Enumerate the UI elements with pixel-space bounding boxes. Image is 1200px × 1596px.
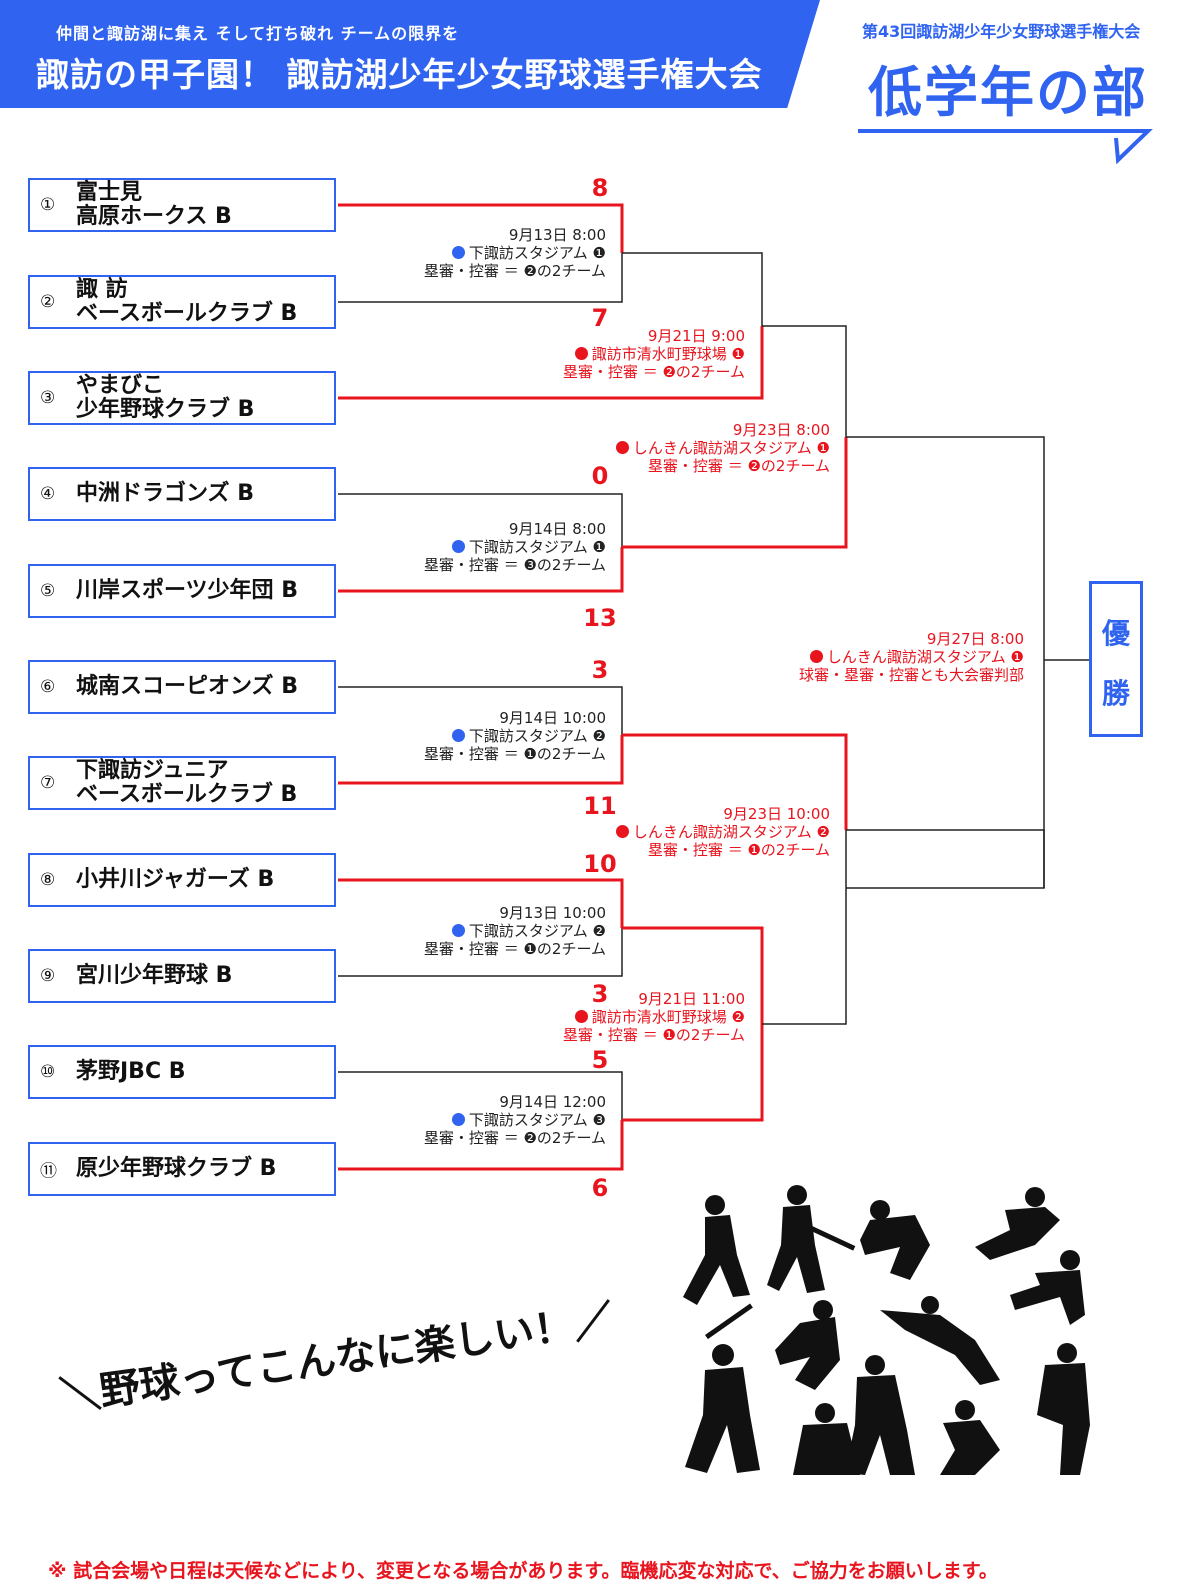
dot-icon (451, 729, 465, 742)
tournament-edition: 第43回諏訪湖少年少女野球選手権大会 (862, 22, 1141, 41)
champion-label-1: 優 (1101, 617, 1130, 650)
match-info-sf-1: 9月23日 8:00 しんきん諏訪湖スタジアム ❶ 塁審・控審 ＝ ❷の2チーム (615, 421, 830, 475)
match-info-3: 9月14日 10:00 下諏訪スタジアム ❷ 塁審・控審 ＝ ❶の2チーム (423, 709, 606, 763)
score-team-1: 8 (591, 174, 609, 202)
bracket-line-4 (338, 686, 623, 735)
bracket-line-16 (622, 733, 848, 830)
bracket-line-9 (338, 1120, 624, 1171)
team-name: 下諏訪ジュニアベースボールクラブ B (76, 758, 298, 807)
match-info-sf-2: 9月23日 10:00 しんきん諏訪湖スタジアム ❷ 塁審・控審 ＝ ❶の2チー… (615, 805, 830, 859)
dot-icon (451, 1113, 465, 1126)
champion-box: 優 勝 (1089, 581, 1143, 737)
score-team-4: 0 (591, 462, 609, 490)
team-number: ⑥ (40, 677, 56, 697)
team-box-10: ⑩ 茅野JBC B (28, 1045, 336, 1099)
champion-label-2: 勝 (1101, 677, 1130, 710)
dot-icon (574, 1010, 588, 1023)
team-box-7: ⑦ 下諏訪ジュニアベースボールクラブ B (28, 756, 336, 810)
team-name: 宮川少年野球 B (76, 963, 233, 988)
team-name: 中洲ドラゴンズ B (76, 481, 254, 506)
bracket-line-2 (338, 493, 623, 547)
team-number: ⑧ (40, 870, 56, 890)
bracket-line-17 (762, 830, 847, 1025)
team-box-3: ③ やまびこ少年野球クラブ B (28, 371, 336, 425)
score-team-6: 3 (591, 656, 609, 684)
team-number: ④ (40, 484, 56, 504)
bracket-line-5 (338, 735, 624, 785)
match-info-1: 9月13日 8:00 下諏訪スタジアム ❶ 塁審・控審 ＝ ❷の2チーム (423, 226, 606, 280)
team-number: ⑩ (40, 1062, 56, 1082)
team-name: 小井川ジャガーズ B (76, 867, 275, 892)
team-box-2: ② 諏 訪ベースボールクラブ B (28, 275, 336, 329)
dot-icon (809, 650, 823, 663)
team-box-11: ⑪ 原少年野球クラブ B (28, 1142, 336, 1196)
header-banner (0, 0, 820, 108)
dot-icon (451, 540, 465, 553)
score-team-7: 11 (583, 792, 617, 820)
slogan: ＼野球ってこんなに楽しい！／ (57, 1297, 617, 1421)
team-box-8: ⑧ 小井川ジャガーズ B (28, 853, 336, 907)
team-box-9: ⑨ 宮川少年野球 B (28, 949, 336, 1003)
match-info-qf-2: 9月21日 11:00 諏訪市清水町野球場 ❷ 塁審・控審 ＝ ❶の2チーム (562, 990, 745, 1044)
dot-icon (615, 441, 629, 454)
match-info-5: 9月14日 12:00 下諏訪スタジアム ❸ 塁審・控審 ＝ ❷の2チーム (423, 1093, 606, 1147)
bracket-line-15 (622, 437, 848, 549)
bracket-line-3 (338, 547, 624, 593)
bracket-line-12 (622, 926, 764, 1024)
team-box-4: ④ 中洲ドラゴンズ B (28, 467, 336, 521)
team-name: 富士見高原ホークス B (76, 180, 232, 229)
bracket-line-13 (622, 1024, 764, 1122)
team-number: ⑨ (40, 966, 56, 986)
bracket-line-0 (338, 203, 624, 253)
tagline: 仲間と諏訪湖に集え そして打ち破れ チームの限界を (56, 24, 460, 43)
speech-bubble-underline (858, 129, 1153, 165)
bracket-line-19 (846, 829, 1045, 888)
score-team-9: 3 (591, 980, 609, 1008)
match-info-final: 9月27日 8:00 しんきん諏訪湖スタジアム ❶ 球審・塁審・控審とも大会審判… (798, 630, 1024, 684)
bracket-line-6 (338, 878, 624, 928)
team-number: ⑦ (40, 773, 56, 793)
dot-icon (451, 924, 465, 937)
score-team-10: 5 (591, 1046, 609, 1074)
tournament-bracket (338, 203, 1089, 1171)
match-info-2: 9月14日 8:00 下諏訪スタジアム ❶ 塁審・控審 ＝ ❸の2チーム (423, 520, 606, 574)
bracket-line-8 (338, 1071, 623, 1120)
team-name: 原少年野球クラブ B (76, 1156, 277, 1181)
team-name: 城南スコーピオンズ B (76, 674, 298, 699)
team-number: ② (40, 292, 56, 312)
match-info-qf-1: 9月21日 9:00 諏訪市清水町野球場 ❶ 塁審・控審 ＝ ❷の2チーム (562, 327, 745, 381)
bracket-line-11 (338, 326, 764, 400)
score-team-5: 13 (583, 604, 617, 632)
baseball-players-silhouette-icon (683, 1185, 1090, 1475)
team-number: ③ (40, 388, 56, 408)
team-name: 茅野JBC B (76, 1059, 186, 1084)
team-box-5: ⑤ 川岸スポーツ少年団 B (28, 564, 336, 618)
team-number: ⑪ (40, 1161, 57, 1182)
footer-note: ※ 試合会場や日程は天候などにより、変更となる場合があります。臨機応変な対応で、… (48, 1560, 998, 1582)
bracket-line-20 (846, 660, 1045, 889)
bracket-line-7 (338, 928, 623, 977)
bracket-line-18 (846, 436, 1045, 660)
dot-icon (574, 347, 588, 360)
bracket-line-14 (762, 325, 847, 437)
team-name: やまびこ少年野球クラブ B (76, 373, 255, 422)
page-title: 諏訪の甲子園！ 諏訪湖少年少女野球選手権大会 (36, 55, 763, 94)
dot-icon (615, 825, 629, 838)
score-team-8: 10 (583, 850, 617, 878)
score-team-2: 7 (591, 304, 609, 332)
team-name: 諏 訪ベースボールクラブ B (76, 277, 298, 326)
division-title: 低学年の部 (868, 61, 1148, 124)
team-number: ① (40, 195, 56, 215)
team-box-1: ① 富士見高原ホークス B (28, 178, 336, 232)
team-box-6: ⑥ 城南スコーピオンズ B (28, 660, 336, 714)
team-name: 川岸スポーツ少年団 B (76, 578, 298, 603)
bracket-line-10 (622, 252, 763, 326)
score-team-11: 6 (591, 1174, 609, 1202)
match-info-4: 9月13日 10:00 下諏訪スタジアム ❷ 塁審・控審 ＝ ❶の2チーム (423, 904, 606, 958)
bracket-line-1 (338, 253, 623, 303)
team-number: ⑤ (40, 581, 56, 601)
dot-icon (451, 246, 465, 259)
